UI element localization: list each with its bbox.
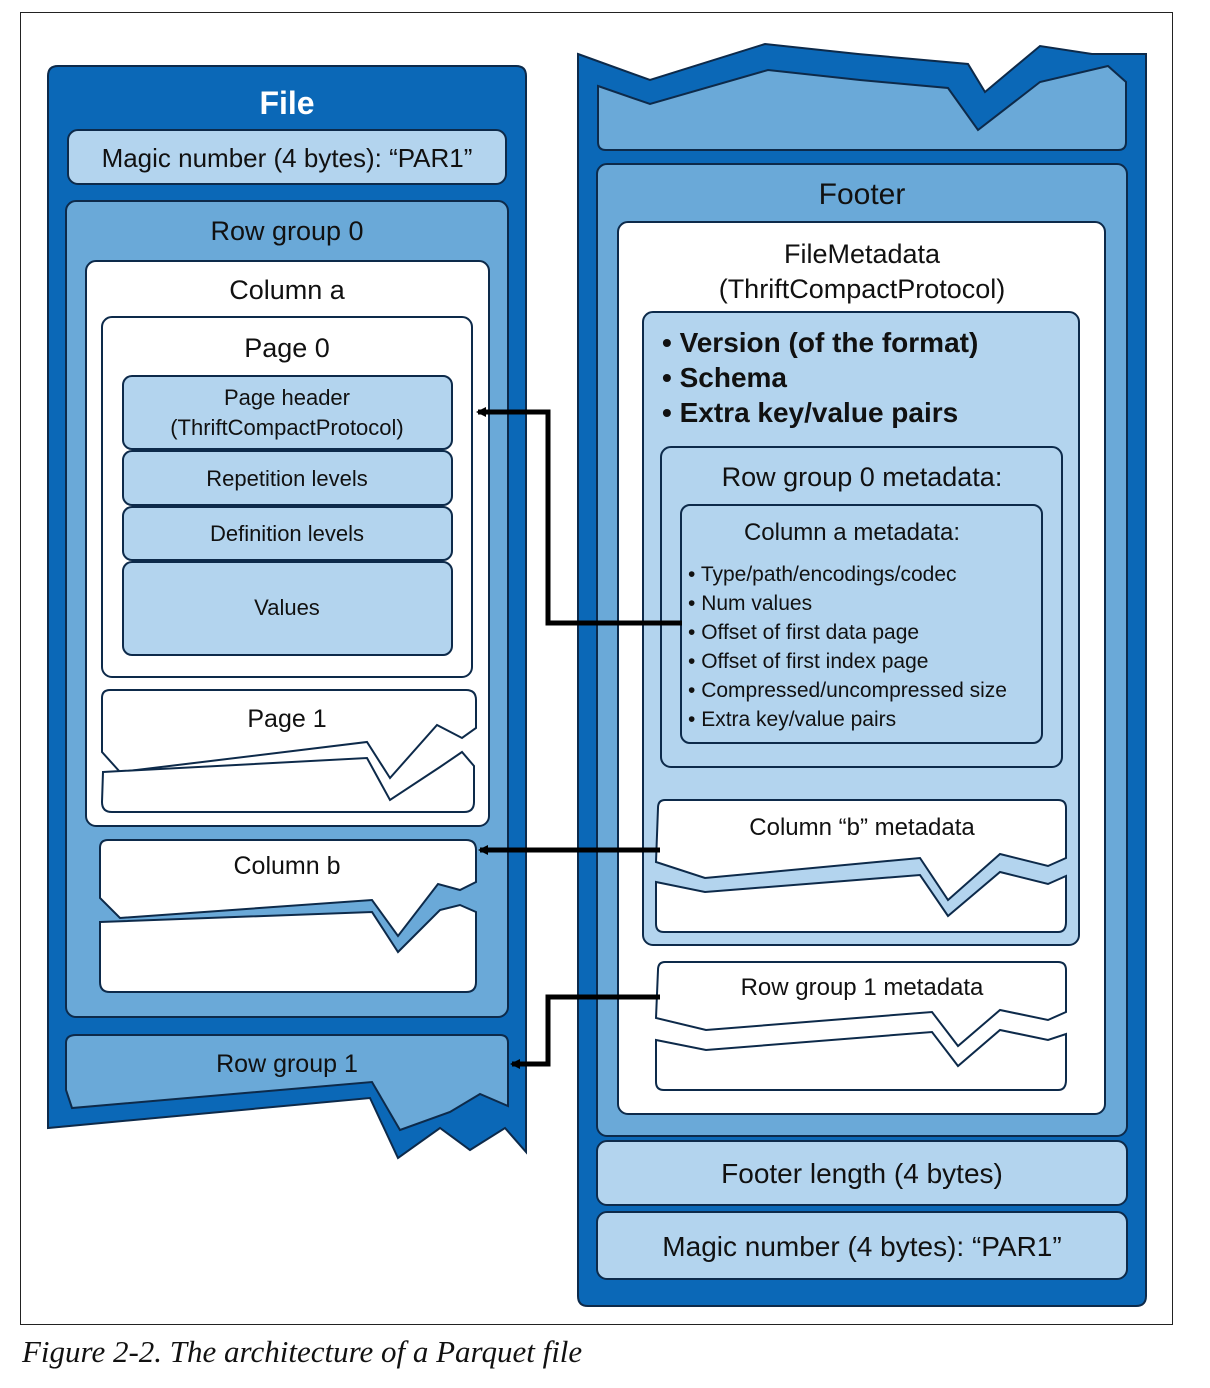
meta-item-size: • Compressed/uncompressed size bbox=[688, 679, 1007, 702]
row-group-0-metadata-title: Row group 0 metadata: bbox=[722, 462, 1003, 492]
definition-levels-box bbox=[122, 506, 453, 561]
figure-caption: Figure 2-2. The architecture of a Parque… bbox=[22, 1334, 583, 1369]
column-b bbox=[99, 839, 477, 993]
row-group-1-metadata-label: Row group 1 metadata bbox=[741, 974, 984, 1001]
page-header-label: Page header bbox=[224, 385, 350, 410]
column-a-title: Column a bbox=[229, 275, 346, 305]
file-magic-number: Magic number (4 bytes): “PAR1” bbox=[102, 143, 473, 173]
file-metadata-protocol: (ThriftCompactProtocol) bbox=[719, 274, 1006, 304]
file-metadata-title: FileMetadata bbox=[784, 239, 941, 269]
column-a-metadata-items: • Type/path/encodings/codec • Num values… bbox=[688, 563, 1007, 731]
column-a-metadata-title: Column a metadata: bbox=[744, 519, 960, 546]
meta-item-type: • Type/path/encodings/codec bbox=[688, 563, 957, 586]
parquet-architecture-diagram: File Magic number (4 bytes): “PAR1” Row … bbox=[47, 42, 1147, 1307]
repetition-levels-label: Repetition levels bbox=[206, 466, 367, 491]
figure-frame bbox=[20, 12, 1173, 1325]
footer-length-box bbox=[596, 1140, 1128, 1206]
meta-item-extra-kv: • Extra key/value pairs bbox=[688, 708, 896, 731]
page-1-label: Page 1 bbox=[247, 705, 326, 733]
meta-item-index-page-offset: • Offset of first index page bbox=[688, 650, 928, 673]
footer-magic-number: Magic number (4 bytes): “PAR1” bbox=[662, 1231, 1061, 1262]
repetition-levels-box bbox=[122, 450, 453, 506]
file-title: File bbox=[259, 85, 314, 121]
file-magic-box bbox=[67, 129, 507, 185]
format-bullets: • Version (of the format) • Schema • Ext… bbox=[662, 327, 978, 428]
column-b-label: Column b bbox=[234, 852, 341, 880]
column-b-metadata bbox=[654, 799, 1067, 933]
arrow-to-row-group-1 bbox=[510, 994, 660, 1069]
bullet-extra-kv: • Extra key/value pairs bbox=[662, 397, 958, 428]
row-group-1-metadata bbox=[654, 961, 1067, 1091]
meta-item-num-values: • Num values bbox=[688, 592, 812, 615]
page-0-title: Page 0 bbox=[244, 333, 330, 363]
preceding-data-torn-block bbox=[597, 64, 1127, 151]
page-header-protocol: (ThriftCompactProtocol) bbox=[170, 415, 404, 440]
footer-length-label: Footer length (4 bytes) bbox=[721, 1158, 1003, 1189]
values-box bbox=[122, 561, 453, 656]
row-group-0-title: Row group 0 bbox=[210, 216, 363, 246]
column-b-metadata-label: Column “b” metadata bbox=[749, 814, 975, 841]
row-group-1-label: Row group 1 bbox=[216, 1050, 358, 1078]
footer-magic-box bbox=[596, 1211, 1128, 1280]
row-group-1 bbox=[65, 1034, 509, 1132]
arrow-to-page-header bbox=[476, 407, 682, 626]
bullet-version: • Version (of the format) bbox=[662, 327, 978, 358]
values-label: Values bbox=[254, 595, 320, 620]
page-1 bbox=[100, 689, 477, 813]
page-header-box bbox=[122, 375, 453, 450]
definition-levels-label: Definition levels bbox=[210, 521, 364, 546]
meta-item-data-page-offset: • Offset of first data page bbox=[688, 621, 919, 644]
bullet-schema: • Schema bbox=[662, 362, 787, 393]
footer-title: Footer bbox=[819, 178, 906, 211]
